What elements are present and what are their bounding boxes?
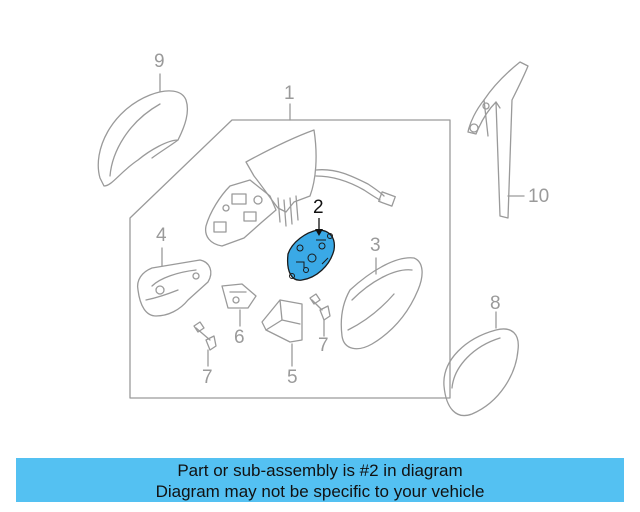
part-6-clip xyxy=(221,283,257,309)
part-3-mirror-shell xyxy=(340,257,423,350)
part-7-screw-left xyxy=(193,321,217,351)
part-10-trim-strip xyxy=(467,61,529,219)
assembly-outline xyxy=(129,119,451,399)
banner-line-part: Part or sub-assembly is #2 in diagram xyxy=(177,461,463,480)
banner-line-disclaimer: Diagram may not be specific to your vehi… xyxy=(155,482,485,501)
callout-7-right: 7 xyxy=(318,335,329,356)
part-info-banner: Part or sub-assembly is #2 in diagram Di… xyxy=(16,458,624,502)
part-4-lower-base xyxy=(136,259,212,317)
callout-10: 10 xyxy=(528,186,550,207)
part-1-mirror-housing xyxy=(204,129,396,247)
part-8-mirror-glass xyxy=(443,328,519,417)
part-5-bracket xyxy=(261,299,303,343)
callout-8: 8 xyxy=(490,293,501,314)
callout-4: 4 xyxy=(156,225,167,246)
part-9-cover-cap xyxy=(97,90,189,187)
leader-2 xyxy=(315,218,323,236)
callout-5: 5 xyxy=(287,367,298,388)
callout-6: 6 xyxy=(234,327,245,348)
callout-9: 9 xyxy=(154,51,165,72)
part-2-actuator-highlighted xyxy=(286,229,336,281)
callout-1: 1 xyxy=(284,83,295,104)
callout-2: 2 xyxy=(313,197,324,218)
part-7-screw-right xyxy=(309,293,331,321)
callout-7-left: 7 xyxy=(202,367,213,388)
parts-diagram xyxy=(97,61,529,417)
callout-3: 3 xyxy=(370,235,381,256)
